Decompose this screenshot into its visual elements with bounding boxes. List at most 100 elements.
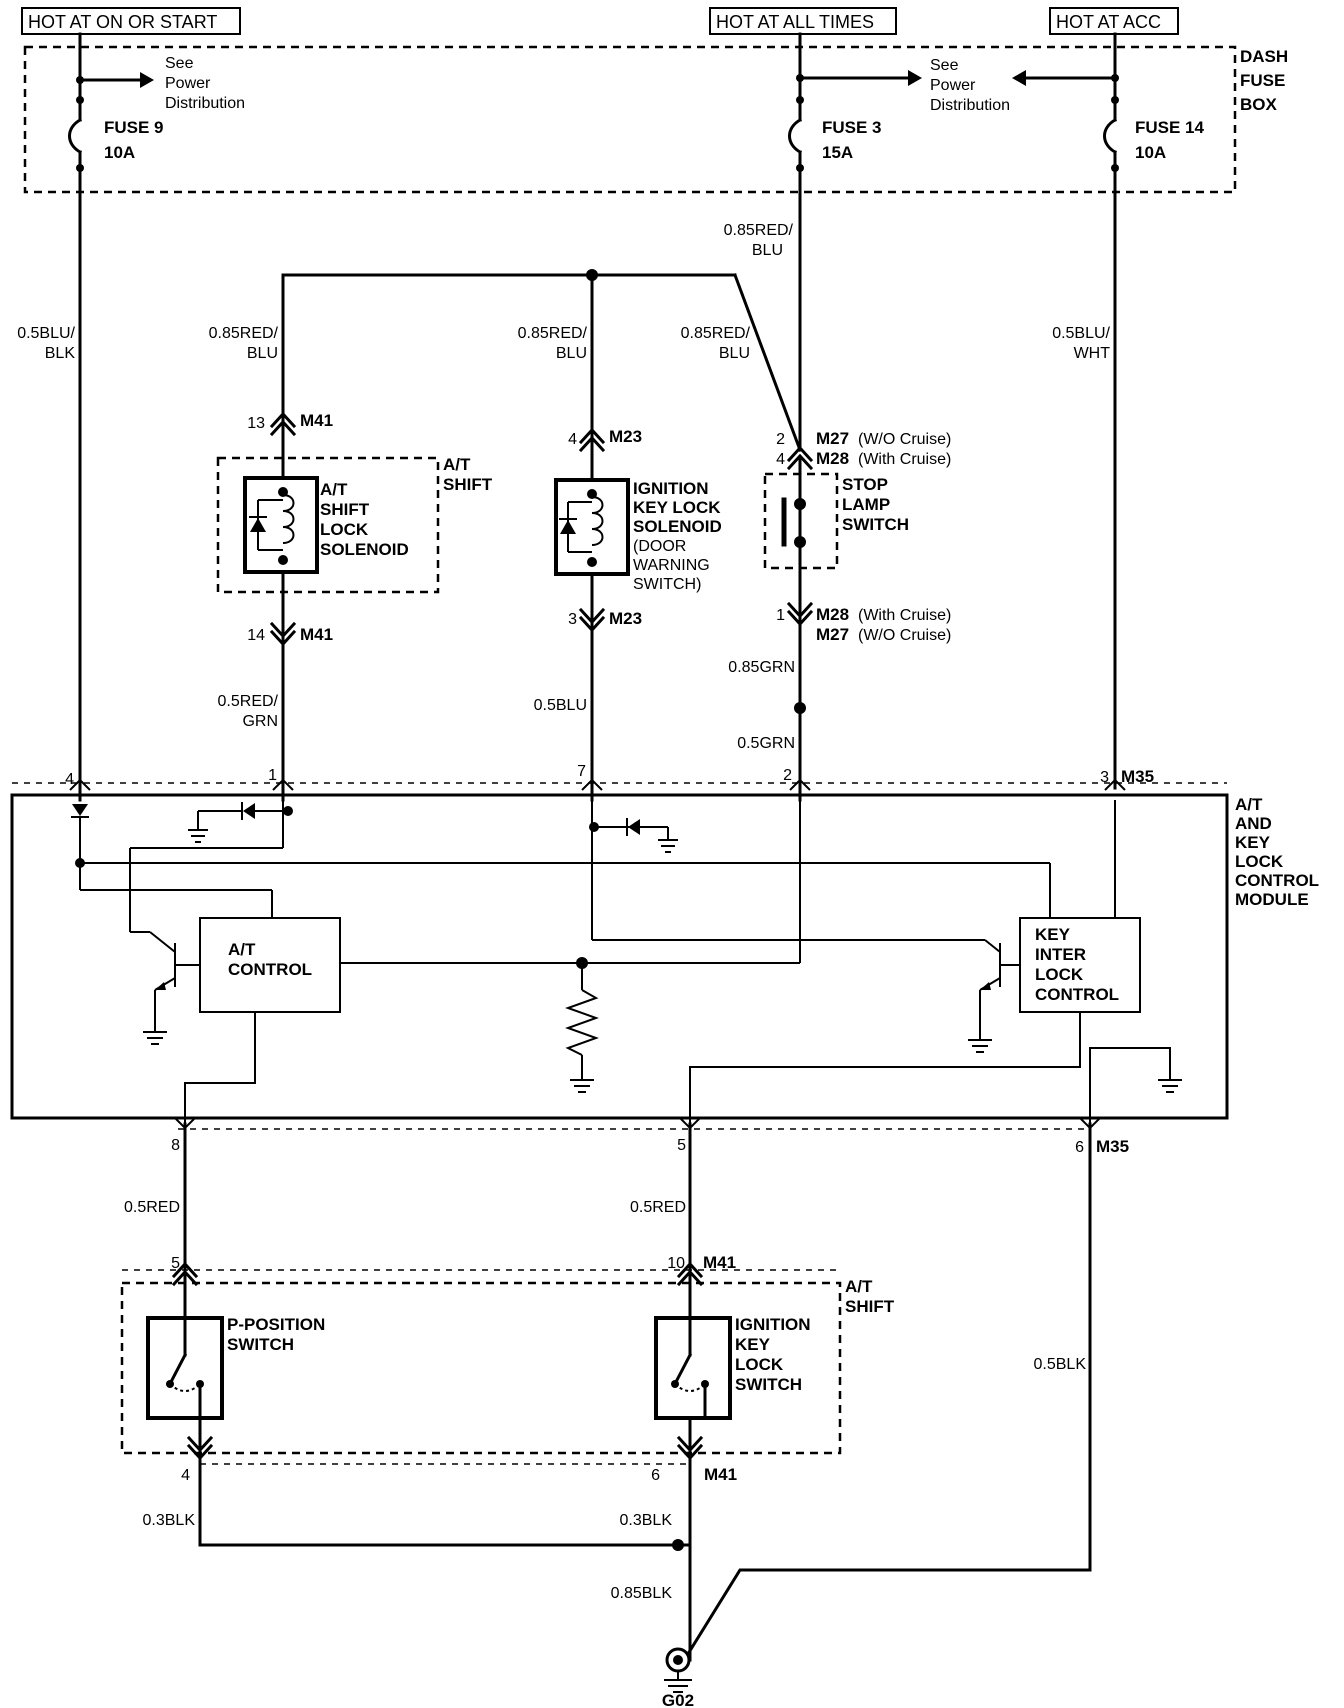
svg-text:0.3BLK: 0.3BLK: [620, 1512, 673, 1529]
svg-text:(W/O Cruise): (W/O Cruise): [858, 431, 951, 448]
svg-text:SWITCH): SWITCH): [633, 576, 701, 593]
at-shift-box-label: A/T SHIFT: [443, 455, 493, 494]
switch-connector-5: 5: [171, 1255, 199, 1287]
wire-red-mid: 0.5RED: [630, 1199, 686, 1216]
module-pin-2: 2: [783, 767, 811, 791]
svg-text:LOCK: LOCK: [735, 1355, 784, 1374]
ground-wiring: 0.3BLK 0.3BLK 0.85BLK: [143, 1512, 692, 1602]
ignition-key-lock-switch: [654, 1298, 732, 1420]
fuse-3: FUSE 3 15A: [788, 32, 922, 452]
at-shift-box: [216, 456, 440, 594]
svg-text:5: 5: [677, 1137, 686, 1154]
svg-text:M28: M28: [816, 605, 849, 624]
svg-text:0.5BLU/: 0.5BLU/: [17, 325, 75, 342]
connector-m27-m28-top: 2 4 M27 (W/O Cruise) M28 (With Cruise): [776, 429, 951, 471]
header-hot-on-start: HOT AT ON OR START: [21, 7, 241, 35]
p-position-switch: [146, 1298, 224, 1420]
svg-text:M28: M28: [816, 449, 849, 468]
svg-text:IGNITION: IGNITION: [735, 1315, 811, 1334]
svg-text:CONTROL: CONTROL: [1035, 985, 1119, 1004]
wire-red-grn: 0.5RED/ GRN: [218, 693, 279, 730]
module-pin-8: 8: [171, 1117, 196, 1154]
svg-text:SWITCH: SWITCH: [735, 1375, 802, 1394]
wire-grn-05: 0.5GRN: [737, 735, 795, 752]
key-interlock-output: [689, 1012, 1081, 1124]
svg-text:BLU: BLU: [752, 242, 783, 259]
svg-text:M35: M35: [1096, 1137, 1129, 1156]
svg-text:Distribution: Distribution: [930, 97, 1010, 114]
svg-text:10A: 10A: [104, 143, 135, 162]
svg-text:HOT AT ACC: HOT AT ACC: [1056, 12, 1161, 32]
svg-text:A/T: A/T: [228, 940, 256, 959]
svg-text:0.5BLU/: 0.5BLU/: [1052, 325, 1110, 342]
svg-text:SHIFT: SHIFT: [320, 500, 370, 519]
at-control-output: [184, 1012, 256, 1124]
svg-text:5: 5: [171, 1255, 180, 1272]
svg-text:Power: Power: [165, 75, 211, 92]
module-ground-right: [1089, 1047, 1182, 1124]
p-position-switch-label: P-POSITION SWITCH: [227, 1315, 325, 1354]
svg-text:SOLENOID: SOLENOID: [320, 540, 409, 559]
svg-text:MODULE: MODULE: [1235, 890, 1309, 909]
at-shift-lock-solenoid: [243, 476, 319, 574]
wire-grn-085: 0.85GRN: [728, 659, 795, 676]
svg-text:HOT AT ALL TIMES: HOT AT ALL TIMES: [716, 12, 874, 32]
svg-text:See: See: [165, 55, 194, 72]
wire-pin6-to-ground: [675, 1122, 1092, 1673]
svg-text:4: 4: [568, 431, 577, 448]
svg-text:10: 10: [667, 1255, 685, 1272]
svg-text:(W/O Cruise): (W/O Cruise): [858, 627, 951, 644]
svg-text:INTER: INTER: [1035, 945, 1086, 964]
svg-text:0.85RED/: 0.85RED/: [724, 222, 794, 239]
svg-text:0.85BLK: 0.85BLK: [611, 1585, 673, 1602]
svg-text:GRN: GRN: [242, 713, 278, 730]
svg-text:BLU: BLU: [719, 345, 750, 362]
svg-text:KEY: KEY: [1235, 833, 1271, 852]
svg-text:KEY: KEY: [735, 1335, 771, 1354]
wire-red-blu-1: 0.85RED/ BLU: [209, 325, 279, 362]
svg-text:See: See: [930, 57, 959, 74]
svg-text:M23: M23: [609, 427, 642, 446]
svg-text:1: 1: [268, 767, 277, 784]
svg-text:14: 14: [247, 627, 265, 644]
switch-connector-6: 6 M41: [651, 1416, 737, 1662]
svg-text:DASH: DASH: [1240, 47, 1288, 66]
switch-connector-10: 10 M41: [667, 1253, 736, 1287]
connector-m41-13: 13 M41: [247, 411, 333, 437]
svg-text:P-POSITION: P-POSITION: [227, 1315, 325, 1334]
see-power-distribution-left: See Power Distribution: [165, 55, 245, 112]
svg-text:4: 4: [181, 1467, 190, 1484]
svg-text:2: 2: [776, 431, 785, 448]
svg-text:3: 3: [568, 611, 577, 628]
svg-text:KEY: KEY: [1035, 925, 1071, 944]
at-shift-lock-solenoid-label: A/T SHIFT LOCK SOLENOID: [320, 480, 409, 559]
svg-text:15A: 15A: [822, 143, 853, 162]
svg-text:0.85RED/: 0.85RED/: [518, 325, 588, 342]
wire-blk-right: 0.5BLK: [1034, 1356, 1087, 1373]
svg-text:0.5RED/: 0.5RED/: [218, 693, 279, 710]
svg-text:LAMP: LAMP: [842, 495, 890, 514]
svg-text:LOCK: LOCK: [1235, 852, 1284, 871]
svg-text:M27: M27: [816, 429, 849, 448]
svg-text:(With Cruise): (With Cruise): [858, 451, 951, 468]
module-internal-wiring: [71, 800, 1116, 1093]
svg-text:FUSE 14: FUSE 14: [1135, 118, 1205, 137]
svg-text:STOP: STOP: [842, 475, 888, 494]
stop-lamp-switch-label: STOP LAMP SWITCH: [842, 475, 909, 534]
fuse-9: FUSE 9 10A: [68, 32, 164, 802]
wire-blu-blk: 0.5BLU/ BLK: [17, 325, 75, 362]
svg-text:0.3BLK: 0.3BLK: [143, 1512, 196, 1529]
wire-blu-label: 0.5BLU: [534, 697, 587, 714]
dash-fuse-box: [23, 45, 1237, 194]
svg-text:1: 1: [776, 607, 785, 624]
svg-text:M27: M27: [816, 625, 849, 644]
svg-text:BLU: BLU: [247, 345, 278, 362]
svg-text:0.85RED/: 0.85RED/: [209, 325, 279, 342]
module-pin-1: 1: [268, 767, 294, 791]
svg-text:10A: 10A: [1135, 143, 1166, 162]
svg-text:LOCK: LOCK: [320, 520, 369, 539]
control-module: [10, 793, 1229, 1120]
at-shift-box-lower-label: A/T SHIFT: [845, 1277, 895, 1316]
module-pin-4: 4: [65, 771, 91, 791]
header-hot-acc: HOT AT ACC: [1049, 7, 1179, 35]
